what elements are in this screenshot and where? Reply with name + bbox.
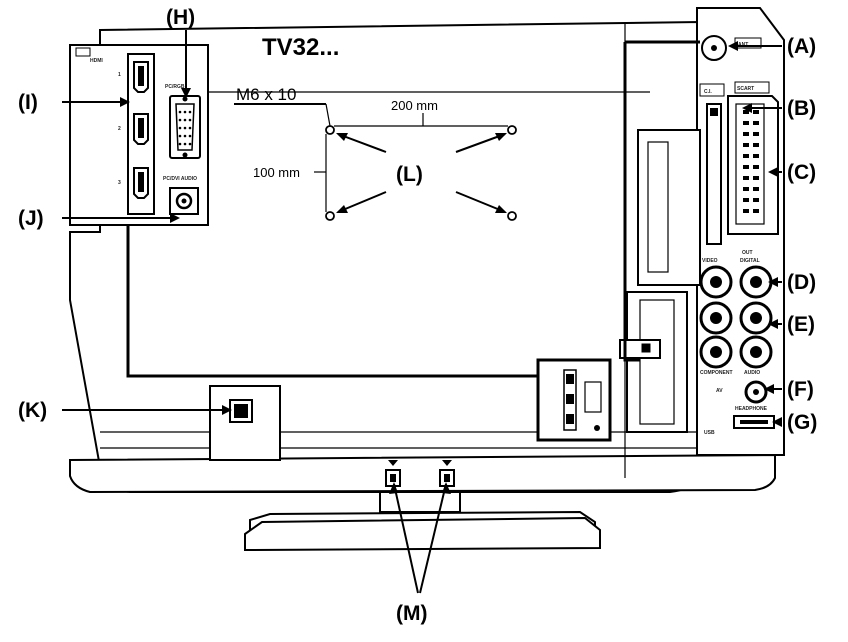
dim-width-bg [390, 98, 454, 113]
vesa-label-bg [388, 152, 454, 192]
hdmi-socket-1 [133, 61, 149, 93]
usb-label: USB [704, 430, 715, 436]
tv-stand [244, 491, 601, 552]
dim-height-bg [252, 165, 314, 180]
callout-l: (L) [396, 163, 423, 186]
hdmi-in-2-label: 2 [118, 126, 121, 132]
ci-label: C.I. [704, 89, 712, 95]
scart-pins [743, 110, 759, 213]
callout-a: (A) [787, 35, 816, 58]
lower-hdmi-block [536, 358, 612, 442]
pc-rgb-label: PC/RGB [165, 84, 185, 90]
screw-spec: M6 x 10 [236, 85, 296, 104]
callout-j: (J) [18, 207, 44, 230]
component-label: COMPONENT [700, 370, 733, 376]
hdmi-in-1-label: 1 [118, 72, 121, 78]
scart-socket: SCART [727, 81, 779, 235]
vesa-arrowheads [336, 133, 507, 213]
callout-h: (H) [166, 6, 195, 29]
callout-d: (D) [787, 271, 816, 294]
scart-label: SCART [737, 86, 754, 92]
callout-arrowheads [120, 41, 782, 494]
vesa-mount-holes [325, 125, 517, 221]
callout-i: (I) [18, 91, 38, 114]
left-connector-panel: HDMI 1 2 3 PC/RGB PC/DVI AUDIO [69, 44, 209, 226]
headphone-label: HEADPHONE [735, 406, 768, 412]
hdmi-in-3-label: 3 [118, 180, 121, 186]
callout-g: (G) [787, 411, 817, 434]
dim-height: 100 mm [253, 165, 300, 180]
pc-audio-label: PC/DVI AUDIO [163, 176, 197, 182]
audio-label: AUDIO [744, 370, 760, 376]
callout-b: (B) [787, 97, 816, 120]
callout-leaders [62, 30, 782, 594]
usb-port: USB [704, 415, 775, 436]
hdmi-socket-3 [133, 167, 149, 199]
rear-terminal-block [619, 291, 688, 433]
out-label: OUT [742, 250, 753, 256]
vga-pins [178, 110, 192, 146]
cable-clip [209, 385, 281, 461]
video-label: VIDEO [702, 258, 718, 264]
screw-spec-leader [325, 103, 331, 127]
model-label: TV32... [262, 34, 339, 61]
callout-c: (C) [787, 161, 816, 184]
callout-k: (K) [18, 399, 47, 422]
headphone-socket: AV HEADPHONE [716, 380, 768, 412]
ci-slot: C.I. [699, 83, 725, 245]
hdmi-label: HDMI [90, 58, 103, 64]
cable-guide-lines [126, 40, 700, 378]
digital-out-label: DIGITAL [740, 258, 760, 264]
callout-e: (E) [787, 313, 815, 336]
callout-f: (F) [787, 378, 814, 401]
av-label: AV [716, 388, 723, 394]
hdmi-socket-2 [133, 113, 149, 145]
dim-width: 200 mm [391, 98, 438, 113]
callout-m: (M) [396, 602, 427, 625]
